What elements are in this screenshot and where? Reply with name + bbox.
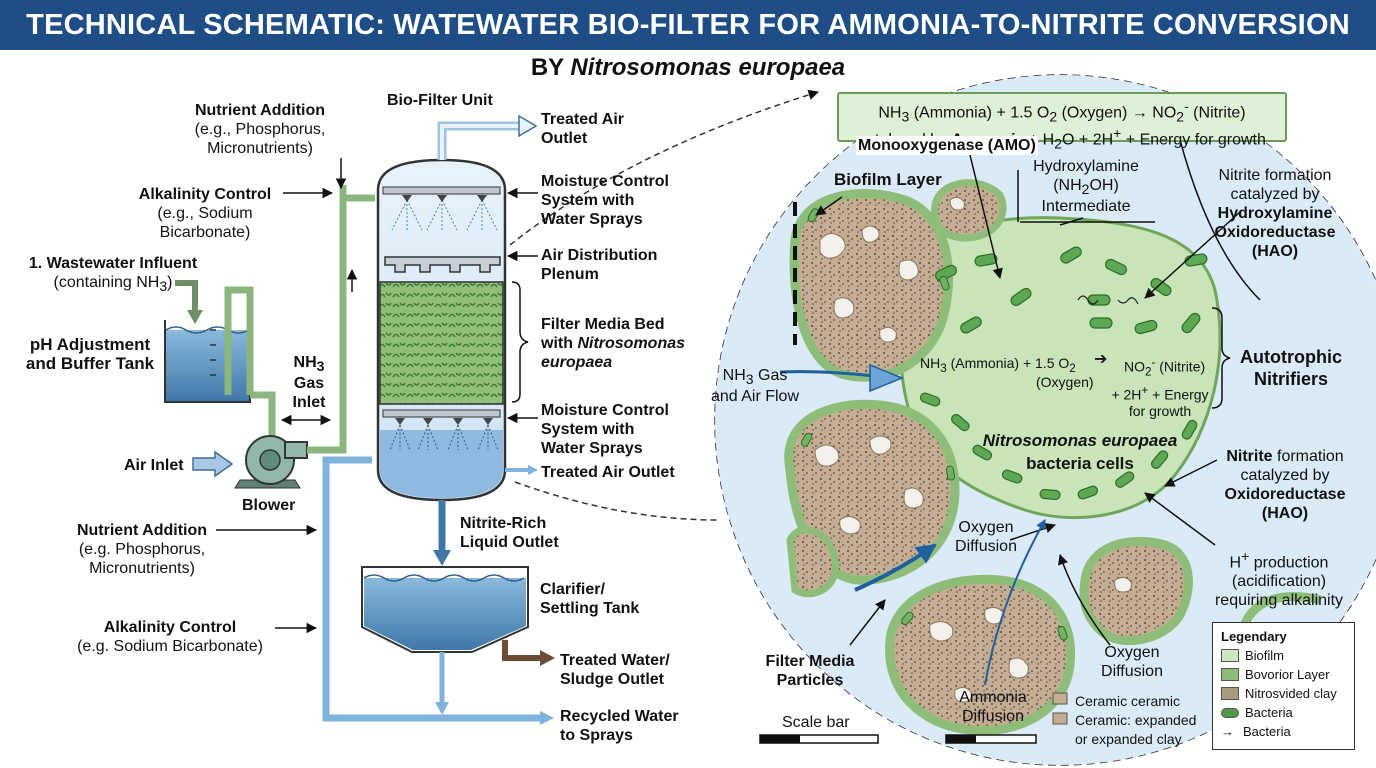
arrow-icon: →: [1221, 724, 1234, 739]
legend-item: Bacteria: [1221, 703, 1346, 722]
filter-media-bed-label: Filter Media Bed with Nitrosomonas europ…: [541, 316, 686, 371]
hydroxylamine-label: Hydroxylamine (NH2OH) Intermediate: [1033, 158, 1139, 216]
air-distribution-plenum: [384, 256, 501, 273]
filter-media-particle: [931, 179, 1007, 242]
filter-media-particle: [789, 189, 954, 382]
air-inlet-arrow: [192, 450, 234, 478]
inner-equation-product: NO2- (Nitrite): [1124, 356, 1206, 379]
filter-media-particle: [1079, 536, 1193, 646]
alkalinity-control-top-label: Alkalinity Control (e.g., Sodium Bicarbo…: [138, 186, 272, 241]
title-banner: TECHNICAL SCHEMATIC: WATEWATER BIO-FILTE…: [0, 0, 1376, 50]
legend-item: Bovorior Layer: [1221, 665, 1346, 684]
subtitle-species: Nitrosomonas europaea: [570, 54, 846, 81]
legend-item: →Bacteria: [1221, 724, 1291, 739]
inner-equation-arrow: ➔: [1094, 351, 1108, 368]
alkalinity-control-bottom-label: Alkalinity Control (e.g. Sodium Bicarbon…: [77, 619, 263, 655]
filter-media-bed: [379, 281, 504, 405]
page-title: TECHNICAL SCHEMATIC: WATEWATER BIO-FILTE…: [26, 8, 1350, 41]
amo-enzyme-label: Monooxygenase (AMO): [856, 136, 1038, 155]
clarifier-tank: [361, 566, 529, 653]
nutrient-addition-top-label: Nutrient Addition (e.g., Phosphorus, Mic…: [194, 102, 326, 157]
species-cells-label: Nitrosomonas europaea bacteria cells: [982, 431, 1178, 473]
wastewater-influent-label: 1. Wastewater Influent (containing NH3): [28, 255, 198, 295]
blower-label: Blower: [242, 497, 296, 514]
filter-media-particle: [885, 574, 1076, 736]
swatch-icon: [1221, 668, 1239, 681]
treated-water-outlet-label: Treated Water/Sludge Outlet: [560, 652, 670, 688]
biofilter-unit-label: Bio-Filter Unit: [387, 92, 493, 109]
biofilm-layer-label: Biofilm Layer: [834, 170, 942, 189]
nh3-gas-inlet-label: NH3 Gas Inlet: [292, 354, 326, 412]
influent-pipe: [175, 280, 198, 313]
tank-outlet-pipe: [224, 286, 254, 395]
scale-bar-label: Scale bar: [782, 714, 850, 731]
bacteria-icon: [1221, 707, 1239, 718]
inner-oxygen-label: (Oxygen): [1036, 374, 1094, 390]
influent-arrow: [187, 310, 203, 324]
treated-air-outlet-pipe: [437, 121, 522, 160]
ph-buffer-tank-label: pH Adjustment and Buffer Tank: [25, 335, 155, 373]
scale-bar: [759, 734, 1037, 744]
biofilter-column: [376, 158, 507, 502]
legend: Legendary Biofilm Bovorior Layer Nitrosv…: [1212, 622, 1355, 750]
nitrite-formation-oxidoreductase-label: Nitrite formation catalyzed by Oxidoredu…: [1224, 448, 1346, 522]
nitrite-formation-hao-label: Nitrite formation catalyzed by Hydroxyla…: [1214, 167, 1336, 260]
subtitle-prefix: BY: [530, 54, 571, 81]
page-subtitle: BY Nitrosomonas europaea: [0, 54, 1376, 82]
air-inlet-label: Air Inlet: [124, 457, 184, 474]
legend-item: Nitrosvided clay: [1221, 684, 1346, 703]
clarifier-label: Clarifier/Settling Tank: [540, 581, 640, 617]
inner-h-energy-label: + 2H+ + Energy for growth: [1111, 384, 1209, 419]
treated-air-outlet-bottom-label: Treated Air Outlet: [541, 464, 675, 481]
gas-inlet-pipe: [307, 194, 375, 454]
sludge-outlet-pipe: [502, 640, 542, 661]
swatch-icon: [1221, 649, 1239, 662]
swatch-icon: [1221, 687, 1239, 700]
blower[interactable]: [234, 435, 308, 489]
h-production-label: H+ production (acidification) requiring …: [1214, 548, 1344, 610]
inner-reaction-equation: NH3 (Ammonia) + 1.5 O2: [920, 355, 1076, 375]
recycled-water-pipe: [322, 456, 545, 722]
ph-buffer-tank: [164, 320, 251, 403]
legend-title: Legendary: [1221, 629, 1287, 644]
gas-air-flow-label: NH3 Gas and Air Flow: [710, 367, 800, 406]
nutrient-addition-bottom-label: Nutrient Addition (e.g. Phosphorus, Micr…: [76, 522, 208, 577]
legend-item: Biofilm: [1221, 646, 1346, 665]
reaction-equation-box: NH3 (Ammonia) + 1.5 O2 (Oxygen) → NO2- (…: [837, 92, 1287, 151]
